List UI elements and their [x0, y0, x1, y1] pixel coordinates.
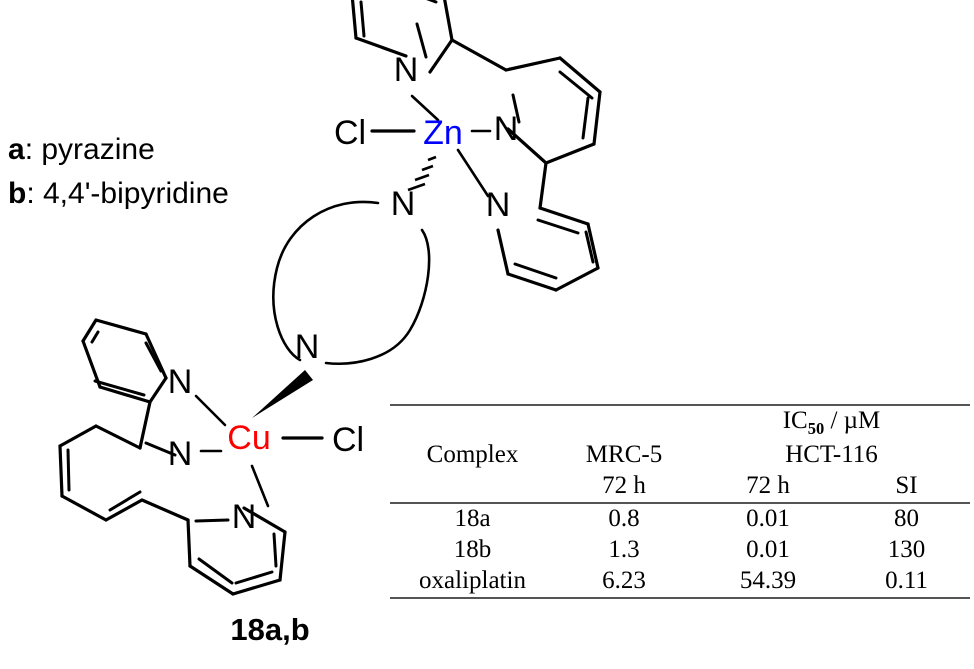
cell-mrc5: 6.23 [555, 566, 693, 600]
ic50-subscript: 50 [807, 419, 825, 438]
bridging-ligand-oval [272, 200, 431, 365]
bridging-n-upper: N [391, 185, 416, 223]
cell-complex: oxaliplatin [390, 566, 555, 600]
zn-pyridine-ring-bottom: N [486, 186, 600, 292]
zn-pyridine-ring-center: N [494, 56, 602, 165]
cell-hct116: 54.39 [693, 566, 843, 600]
table-header-row-2: 72 h 72 h SI [390, 471, 970, 505]
zn-pyridine-n-center: N [494, 110, 519, 148]
group-header-spacer-2 [555, 403, 693, 441]
bridging-n-lower: N [295, 328, 320, 366]
table-row: 18a 0.8 0.01 80 [390, 503, 970, 535]
legend-value-a: pyrazine [41, 133, 155, 166]
legend-sep-b: : [26, 177, 43, 210]
coord-bond-zn-n-top [410, 94, 440, 122]
ic50-table: IC50 / µM Complex MRC-5 HCT-116 72 h 72 … [390, 403, 970, 600]
compound-label: 18a,b [230, 612, 310, 647]
copper-atom-label: Cu [227, 419, 270, 457]
ic50-suffix: / µM [824, 407, 881, 434]
bridging-arc-right [324, 228, 431, 365]
ic50-table-container: IC50 / µM Complex MRC-5 HCT-116 72 h 72 … [390, 403, 970, 600]
cell-si: 80 [894, 505, 919, 533]
bridging-arc-left [272, 200, 380, 362]
table-row: oxaliplatin 6.23 54.39 0.11 [390, 566, 970, 600]
table-header-row-1: Complex MRC-5 HCT-116 [390, 440, 970, 471]
zn-pyridine-n-top: N [394, 51, 419, 89]
header-mrc5-time: 72 h [555, 471, 693, 505]
ic50-prefix: IC [782, 407, 808, 434]
cell-hct116: 0.01 [746, 536, 790, 564]
legend-row-a: a: pyrazine [8, 128, 229, 172]
legend-key-b: b [8, 177, 27, 210]
cu-pyridine-ring-center: N [58, 424, 193, 522]
table-row: 18b 1.3 0.01 130 [390, 535, 970, 566]
cell-si: 130 [887, 536, 926, 564]
header-complex: Complex [426, 441, 519, 469]
bond-cu-terpy-link-lower [140, 498, 190, 522]
header-hct116-time: 72 h [693, 471, 843, 505]
cu-pyridine-n-lower: N [232, 498, 257, 536]
legend-key-a: a [8, 133, 25, 166]
legend-sep-a: : [24, 133, 42, 166]
header-mrc5: MRC-5 [585, 441, 663, 469]
legend-row-b: b: 4,4'-bipyridine [8, 172, 229, 216]
zn-pyridine-ring-top: N [350, 0, 454, 89]
cell-complex: 18b [453, 536, 492, 564]
cu-pyridine-n-center: N [168, 435, 193, 473]
cu-pyridine-ring-upper: N [81, 318, 193, 404]
table-group-header-row: IC50 / µM [390, 403, 970, 441]
copper-complex: Cu Cl N [58, 318, 364, 596]
bond-cu-terpy-link-upper [138, 400, 152, 450]
bond-terpy-link-upper [450, 38, 508, 72]
zinc-atom-label: Zn [423, 114, 463, 152]
header-hct116: HCT-116 [785, 441, 878, 469]
hashed-bond-zn-bridging-n [407, 155, 437, 192]
group-header-ic50: IC50 / µM [693, 403, 970, 441]
zn-chloride-label: Cl [334, 114, 366, 152]
header-complex-time [390, 471, 555, 505]
cu-pyridine-n-upper: N [168, 363, 193, 401]
cell-mrc5: 0.8 [608, 505, 640, 533]
cell-si: 0.11 [843, 566, 970, 600]
group-header-spacer-1 [390, 403, 555, 441]
coord-bond-zn-n-bottom [456, 148, 490, 198]
ligand-legend: a: pyrazine b: 4,4'-bipyridine [8, 128, 229, 216]
zn-pyridine-n-bottom: N [486, 186, 511, 224]
cu-pyridine-ring-lower: N [186, 498, 287, 596]
bond-terpy-link-lower [538, 161, 548, 210]
cell-mrc5: 1.3 [608, 536, 640, 564]
coord-bond-cu-n-lower [250, 464, 270, 508]
cell-complex: 18a [454, 505, 491, 533]
cell-hct116: 0.01 [746, 505, 790, 533]
coord-bond-cu-n-upper [194, 394, 227, 427]
header-si: SI [843, 471, 970, 505]
cu-chloride-label: Cl [332, 421, 364, 459]
legend-value-b: 4,4'-bipyridine [43, 177, 229, 210]
wedge-bond-cu-bridging-n [252, 370, 313, 418]
zinc-complex: N N [334, 0, 602, 292]
